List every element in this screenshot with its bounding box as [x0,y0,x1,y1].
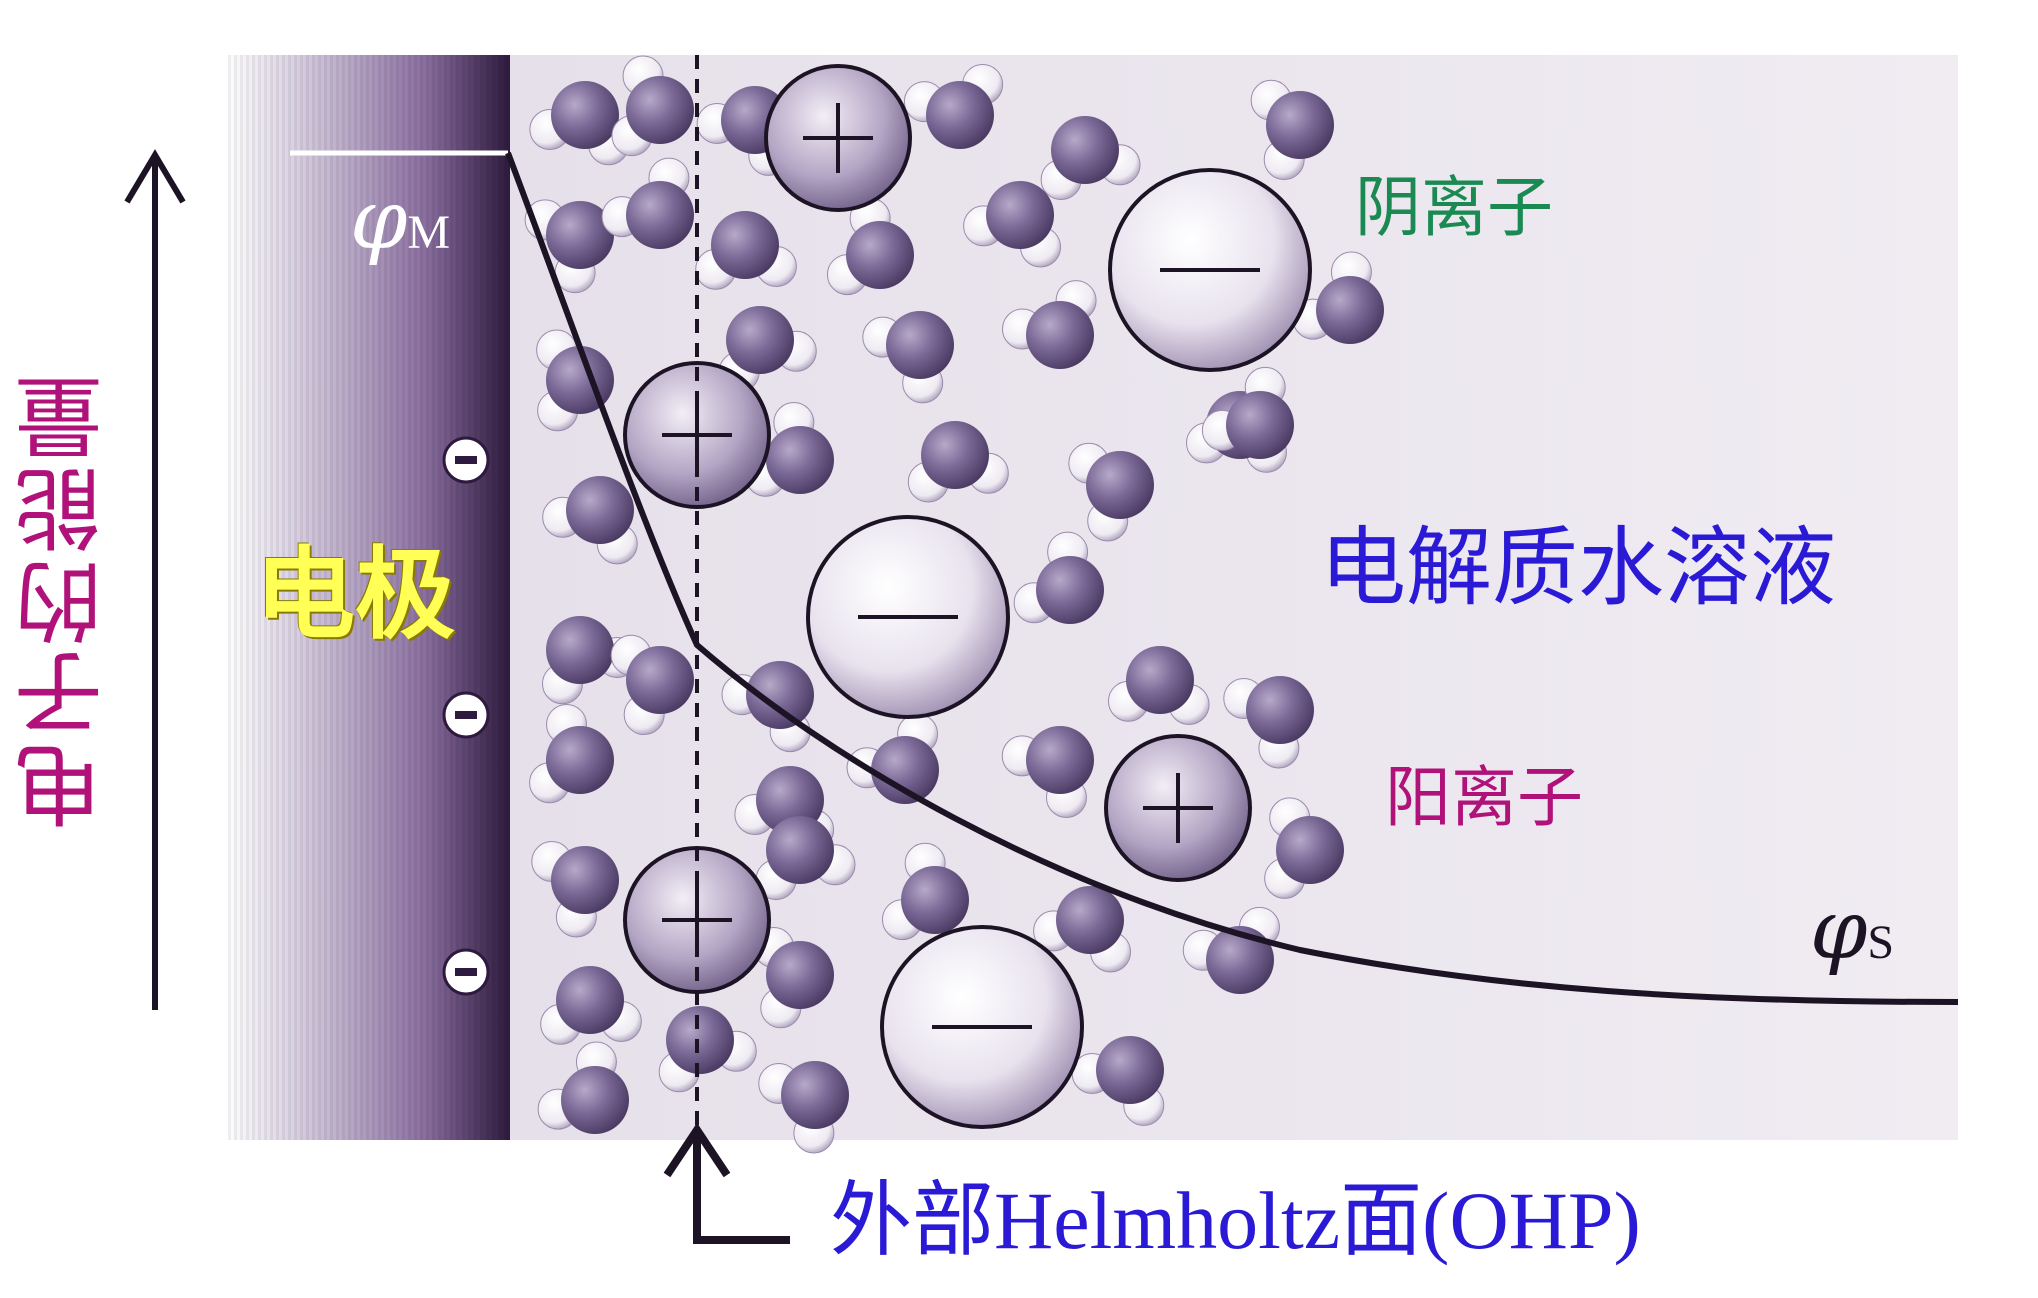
water-molecule [531,841,619,938]
water-molecule [1071,1036,1165,1126]
water-molecule [1068,442,1154,542]
water-molecule [537,1041,629,1134]
phi-m-subscript: M [407,206,451,259]
water-molecule [1223,676,1314,769]
water-molecule [846,713,939,804]
water-molecule [903,63,1004,149]
cation-ion [764,64,912,212]
water-molecule [542,476,638,565]
water-molecule [529,81,630,166]
anion-label: 阴离子 [1355,169,1553,246]
anion-ion [880,925,1084,1129]
cation-label: 阳离子 [1385,759,1583,836]
water-molecule [1201,366,1294,459]
water-molecule [907,421,1009,503]
water-molecule [1033,886,1132,973]
ohp-label: 外部Helmholtz面(OHP) [830,1175,1641,1266]
water-molecule [658,1006,757,1093]
water-molecule [862,311,954,404]
water-molecule [611,55,694,157]
phi-m-symbol: φ [350,173,408,268]
electrode-label: 电极 [255,536,455,653]
water-molecule [755,816,856,901]
water-molecule [1013,531,1104,624]
water-molecule [1001,726,1094,818]
water-molecule [529,703,614,804]
energy-axis-label: 电子的能量 [14,370,117,830]
cation-ion [1104,734,1252,882]
water-molecule [1250,79,1334,181]
water-molecule [1292,251,1384,344]
water-molecule [718,306,817,393]
water-molecule [1264,797,1344,899]
water-molecule [758,1061,849,1154]
water-molecule [1001,280,1097,369]
energy-axis-arrow [124,149,186,1010]
solution-label: 电解质水溶液 [1320,518,1836,618]
phi-s-symbol: φ [1810,883,1868,978]
phi-s-subscript: S [1867,916,1895,969]
water-molecule [540,966,642,1045]
anion-ion [806,515,1010,719]
water-molecule [963,181,1062,268]
water-molecule [610,634,694,736]
potential-curve [505,151,1959,1005]
water-molecule [1182,906,1280,994]
water-molecule [881,842,969,941]
electrode-electrons [442,436,490,996]
water-molecule [601,157,694,249]
cation-ion [623,361,771,509]
phi-m-label: φM [350,180,450,262]
anion-ion [1108,168,1312,372]
water-molecule [1040,116,1141,201]
ohp-pointer-arrow [663,1122,790,1244]
ions [623,64,1312,1129]
water-molecule [695,211,797,290]
water-molecule [1107,646,1210,725]
water-molecule [826,197,914,296]
phi-s-label: φS [1810,890,1894,972]
